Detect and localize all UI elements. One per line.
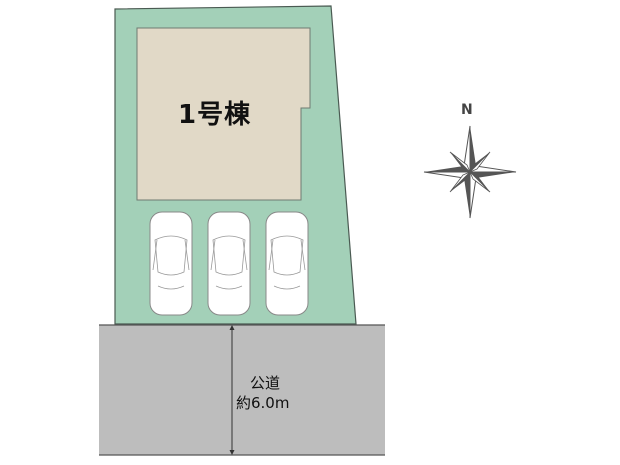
car-icon	[149, 211, 193, 316]
car-icon	[207, 211, 251, 316]
building-footprint	[136, 27, 311, 201]
road-name-label: 公道	[250, 374, 281, 392]
road-area	[99, 325, 385, 455]
car-icon	[265, 211, 309, 316]
north-label: N	[461, 102, 473, 118]
compass-rose-icon	[423, 125, 517, 219]
road-width-label: 約6.0m	[236, 394, 290, 412]
building-label: 1号棟	[178, 100, 252, 130]
road-width-dimension	[229, 325, 235, 455]
